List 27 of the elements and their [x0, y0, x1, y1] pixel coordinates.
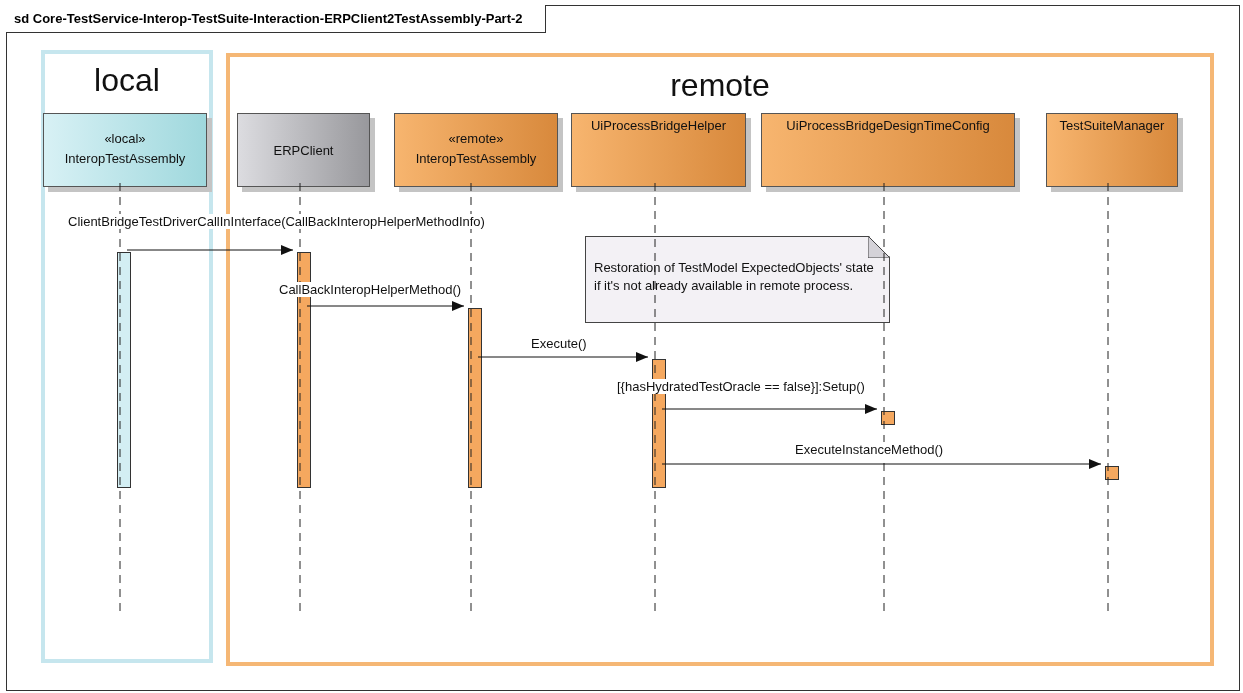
lifeline-name: InteropTestAssembly [415, 151, 537, 166]
lifeline-name: ERPClient [273, 142, 334, 158]
diagram-title: sd Core-TestService-Interop-TestSuite-Interaction-ERPClient2TestAssembly-Part-2 [6, 5, 546, 33]
stereotype-label: «remote» [448, 131, 504, 146]
lifeline-name: InteropTestAssembly [64, 151, 186, 166]
message-label: ExecuteInstanceMethod() [794, 442, 945, 457]
message-label: [{hasHydratedTestOracle == false}]:Setup() [616, 379, 866, 394]
message-arrow [477, 352, 649, 362]
message-arrow [126, 245, 294, 255]
message-label: Execute() [530, 336, 588, 351]
note-box [585, 236, 890, 323]
message-label: CallBackInteropHelperMethod() [278, 282, 463, 297]
stereotype-label: «local» [104, 131, 146, 146]
message-arrow [661, 404, 878, 414]
message-label: ClientBridgeTestDriverCallInInterface(CallBackInteropHelperMethodInfo) [67, 214, 486, 229]
message-arrow [661, 459, 1102, 469]
lifeline-name: TestSuiteManager [1059, 118, 1165, 133]
activation-bar [881, 411, 895, 425]
lifeline-name: UiProcessBridgeHelper [590, 118, 727, 133]
partition-title: remote [669, 67, 771, 104]
note-text: Restoration of TestModel ExpectedObjects' state if it's not already available in remote process. [594, 259, 875, 295]
activation-bar [1105, 466, 1119, 480]
message-arrow [306, 301, 465, 311]
activation-bar [117, 252, 131, 488]
partition-title: local [93, 62, 161, 99]
activation-bar [468, 308, 482, 488]
lifeline-name: UiProcessBridgeDesignTimeConfig [786, 118, 990, 133]
